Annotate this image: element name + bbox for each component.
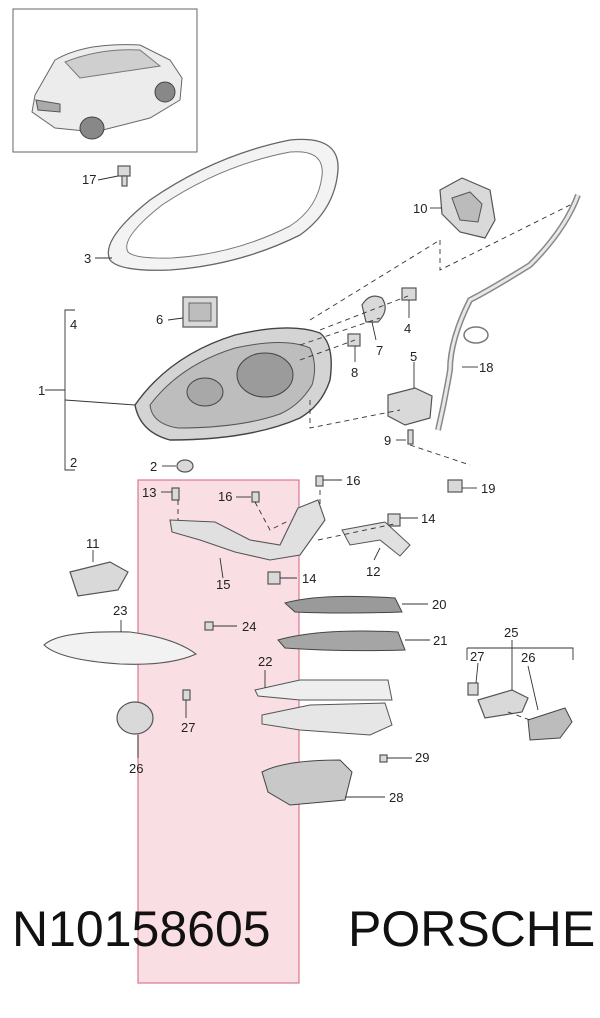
part-11 — [69, 561, 129, 597]
part-clip-4 — [401, 287, 417, 301]
callout-4-top: 4 — [404, 321, 411, 336]
part-nut-14a — [387, 513, 401, 527]
part-gasket-ring — [107, 138, 339, 271]
part-indicator-26-left — [116, 701, 154, 735]
callout-16-left: 16 — [218, 489, 232, 504]
part-nut-14b — [267, 571, 281, 585]
callout-11: 11 — [86, 536, 100, 551]
callout-14-left: 14 — [302, 571, 316, 586]
part-ballast-5 — [387, 387, 433, 426]
callout-12: 12 — [366, 564, 380, 579]
callout-17: 17 — [82, 172, 96, 187]
part-24 — [204, 621, 214, 631]
part-28 — [261, 759, 353, 806]
callout-5: 5 — [410, 349, 417, 364]
part-screw-16b — [315, 475, 324, 487]
callout-22: 22 — [258, 654, 272, 669]
part-screw-17 — [117, 165, 131, 187]
highlight-box — [137, 479, 300, 984]
part-indicator-26-right — [527, 707, 573, 741]
part-light-guide-22a — [254, 679, 393, 701]
callout-27-left: 27 — [181, 720, 195, 735]
part-20 — [283, 595, 403, 614]
callout-26-left: 26 — [129, 761, 143, 776]
part-29 — [379, 754, 388, 763]
callout-4-bracket: 4 — [70, 317, 77, 332]
callout-10: 10 — [413, 201, 427, 216]
part-27-left — [182, 689, 191, 701]
part-light-guide-22b — [261, 702, 393, 736]
callout-27-right: 27 — [470, 649, 484, 664]
callout-15: 15 — [216, 577, 230, 592]
part-bracket-12 — [341, 521, 411, 557]
callout-1: 1 — [38, 383, 45, 398]
callout-8: 8 — [351, 365, 358, 380]
callout-6: 6 — [156, 312, 163, 327]
part-screw-13 — [171, 487, 180, 501]
part-light-strip-23 — [43, 631, 198, 665]
part-grommet-2 — [176, 459, 194, 473]
part-screw-16a — [251, 491, 260, 503]
callout-3: 3 — [84, 251, 91, 266]
part-number: N10158605 — [12, 901, 271, 957]
brand-name: PORSCHE — [348, 901, 596, 957]
part-19 — [447, 479, 463, 493]
callout-21: 21 — [433, 633, 447, 648]
part-control-module-6 — [182, 296, 218, 328]
callout-14-right: 14 — [421, 511, 435, 526]
callout-2-bracket: 2 — [70, 455, 77, 470]
callout-16-right: 16 — [346, 473, 360, 488]
callout-2: 2 — [150, 459, 157, 474]
callout-29: 29 — [415, 750, 429, 765]
vehicle-thumbnail — [31, 44, 183, 140]
part-headlamp-assembly — [134, 327, 332, 441]
part-25 — [477, 689, 529, 719]
part-27-right — [467, 682, 479, 696]
callout-19: 19 — [481, 481, 495, 496]
callout-26-right: 26 — [521, 650, 535, 665]
callout-25: 25 — [504, 625, 518, 640]
part-bracket-15 — [169, 499, 326, 561]
part-housing-cover — [439, 177, 496, 239]
callout-24: 24 — [242, 619, 256, 634]
callout-9: 9 — [384, 433, 391, 448]
callout-7: 7 — [376, 343, 383, 358]
callout-13: 13 — [142, 485, 156, 500]
callout-28: 28 — [389, 790, 403, 805]
callout-23: 23 — [113, 603, 127, 618]
callout-20: 20 — [432, 597, 446, 612]
part-21 — [277, 630, 406, 652]
callout-18: 18 — [479, 360, 493, 375]
part-screw-9 — [407, 429, 414, 445]
